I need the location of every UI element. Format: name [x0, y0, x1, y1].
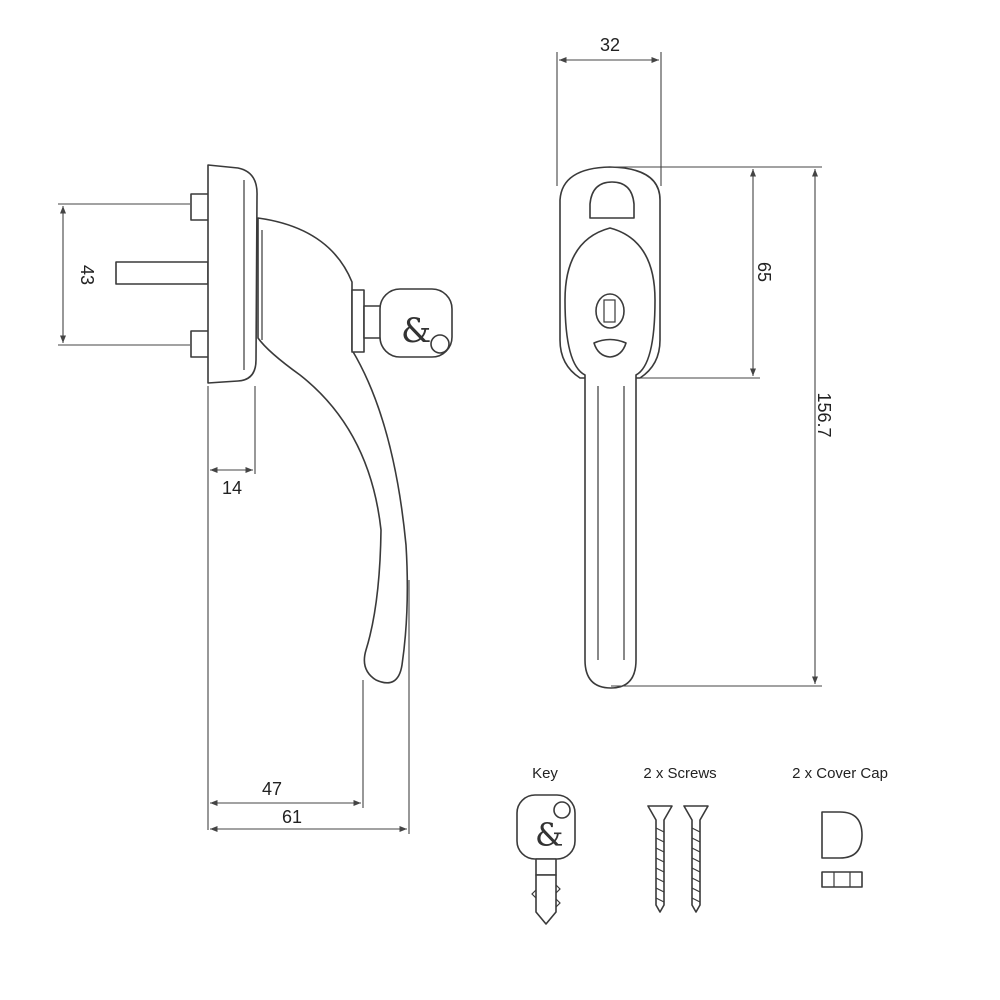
fixing-pin-bottom [190, 330, 210, 358]
thumb-grip [593, 338, 627, 358]
front-view: 32 65 156.7 [556, 35, 834, 689]
lock-cylinder-icon [595, 293, 625, 329]
side-view: & 43 14 47 61 [58, 164, 453, 834]
dim-front-total: 156.7 [814, 392, 834, 437]
cover-cap-label: 2 x Cover Cap [792, 765, 888, 782]
cover-cap-icon [821, 811, 863, 888]
lock-barrel-side [351, 289, 365, 353]
dim-projection-61: 61 [282, 807, 302, 827]
dim-side-height: 43 [77, 265, 97, 285]
screw-icon-2 [683, 805, 709, 913]
dim-projection-47: 47 [262, 779, 282, 799]
accessories: Key & 2 x Screws 2 x Cover Cap [516, 765, 888, 925]
spindle [115, 261, 209, 285]
fixing-pin-top [190, 193, 210, 221]
top-cover-cap [589, 181, 635, 219]
screws-label: 2 x Screws [643, 765, 716, 782]
dim-front-65: 65 [754, 262, 774, 282]
key-logo-icon: & [401, 311, 431, 351]
key-ring-dot [430, 334, 450, 354]
keyhole-icon [603, 299, 616, 323]
dim-front-width: 32 [600, 35, 620, 55]
dim-base-depth: 14 [222, 478, 242, 498]
base-plate [207, 164, 258, 384]
handle-lever-side [257, 217, 409, 684]
svg-text:&: & [535, 816, 563, 854]
key-icon: & [516, 794, 576, 925]
screw-icon-1 [647, 805, 673, 913]
handle-lever-front [564, 227, 656, 689]
key-label: Key [532, 765, 558, 782]
